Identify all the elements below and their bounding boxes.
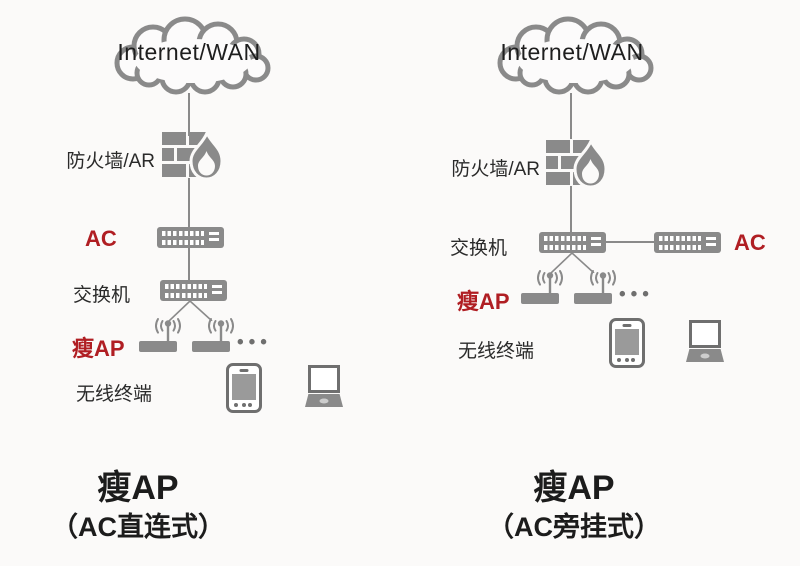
diagram-title: 瘦AP [533,469,615,507]
switch-label: 交换机 [73,285,131,306]
firewall-icon [162,131,224,181]
thin-ap-icon [139,341,177,352]
wireless-terminal-label: 无线终端 [458,341,535,362]
switch-icon [539,232,606,253]
internet-label: Internet/WAN [500,39,644,65]
thin-ap-icon [521,293,559,304]
fanout-lines [550,253,595,273]
phone-icon [226,363,262,413]
laptop-screen [308,365,340,393]
switch-icon [160,280,227,301]
more-aps-ellipsis: ••• [619,284,654,305]
firewall-icon [546,139,608,189]
diagram-subtitle: （AC旁挂式） [487,512,661,542]
ac-controller-icon [157,227,224,248]
internet-label: Internet/WAN [117,39,261,65]
ac-label: AC [85,226,117,251]
antenna-icon [590,270,616,296]
laptop-icon [686,320,724,362]
antenna-icon [537,270,563,296]
laptop-icon [305,365,343,407]
laptop-screen [689,320,721,348]
link-line [188,178,190,228]
firewall-label: 防火墙/AR [451,159,540,180]
diagram-subtitle: （AC直连式） [51,512,225,542]
ac-label: AC [734,230,766,255]
thin-ap-label: 瘦AP [457,289,510,314]
laptop-base [686,349,724,362]
internet-cloud-icon [497,16,654,95]
link-line [606,241,656,243]
link-line [188,248,190,281]
antenna-icon [155,318,181,344]
thin-ap-icon [192,341,230,352]
link-line [188,93,190,136]
link-line [570,186,572,233]
antenna-icon [208,318,234,344]
firewall-label: 防火墙/AR [66,151,155,172]
switch-label: 交换机 [450,238,508,259]
fanout-lines [168,301,213,321]
more-aps-ellipsis: ••• [237,332,272,353]
link-line [570,93,572,139]
diagram-title: 瘦AP [97,469,179,507]
phone-icon [609,318,645,368]
laptop-base [305,394,343,407]
wireless-terminal-label: 无线终端 [76,384,153,405]
phone-screen [615,329,639,355]
thin-ap-icon [574,293,612,304]
thin-ap-label: 瘦AP [72,336,125,361]
phone-screen [232,374,256,400]
internet-cloud-icon [114,16,271,95]
ac-controller-icon [654,232,721,253]
